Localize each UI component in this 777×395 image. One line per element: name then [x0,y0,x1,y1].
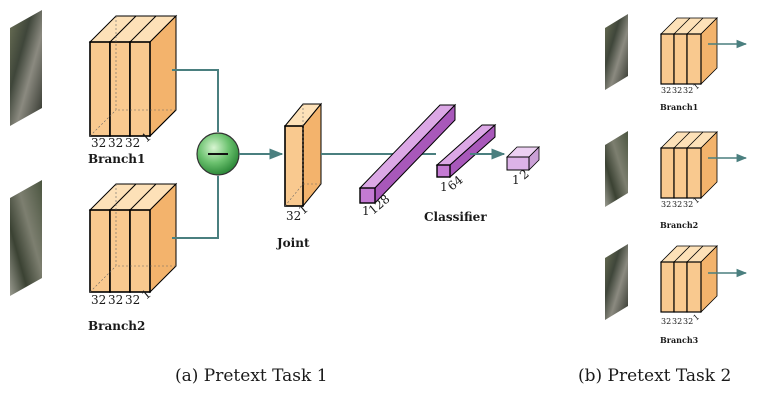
b-branch3-dim-3: 32 [683,317,693,326]
fc3-block [506,146,540,171]
branch1-connector [172,69,219,132]
input-image-b1 [605,14,628,90]
b-branch1-dim-3: 32 [683,86,693,95]
joint-block [283,102,323,208]
branch2-connector [172,176,219,239]
joint-dim-1: 32 [286,209,301,223]
subtract-node [196,132,240,176]
b-branch3-label: Branch3 [660,335,699,345]
b-branch2-dim-3: 32 [683,200,693,209]
b-branch1-dim-2: 32 [672,86,682,95]
b-branch2-dim-2: 32 [672,200,682,209]
b-branch3-dim-2: 32 [672,317,682,326]
branch1-dim-3: 32 [125,136,140,150]
b-branch2-dim-1: 32 [661,200,671,209]
branch1-label: Branch1 [88,152,145,166]
branch1-block [88,14,178,138]
branch2-dim-3: 32 [125,293,140,307]
b-branch1-dim-4: 1 [692,81,702,91]
input-image-1 [10,10,42,126]
b-branch3-dim-4: 1 [692,312,702,322]
fc1-block [358,103,457,205]
b-branch1-block [660,17,718,85]
branch2-block [88,182,178,294]
caption-a: (a) Pretext Task 1 [175,366,328,386]
b-branch1-label: Branch1 [660,102,698,112]
branch2-dim-1: 32 [91,293,106,307]
input-image-b2 [605,131,628,207]
b-branch2-dim-4: 1 [692,195,702,205]
branch1-dim-1: 32 [91,136,106,150]
branch2-label: Branch2 [88,319,145,333]
classifier-label: Classifier [424,210,487,224]
b-branch1-dim-1: 32 [661,86,671,95]
input-image-2 [10,180,42,296]
fc3-dim-1: 1 [512,173,520,187]
b-branch2-label: Branch2 [660,220,698,230]
b-branch3-block [660,245,718,313]
fc2-dim-1: 1 [440,180,448,194]
fc1-dim-1: 1 [362,204,370,218]
b-branch2-block [660,131,718,199]
b-branch3-dim-1: 32 [661,317,671,326]
joint-label: Joint [276,236,310,250]
branch2-dim-2: 32 [108,293,123,307]
panel-a: 32 32 32 1 Branch1 32 32 32 1 Branch2 [10,10,540,386]
fc2-block [435,123,497,179]
input-image-b3 [605,244,628,320]
panel-b: 32 32 32 1 Branch1 32 32 32 1 Branch2 [578,14,748,386]
branch1-dim-2: 32 [108,136,123,150]
caption-b: (b) Pretext Task 2 [578,366,731,386]
